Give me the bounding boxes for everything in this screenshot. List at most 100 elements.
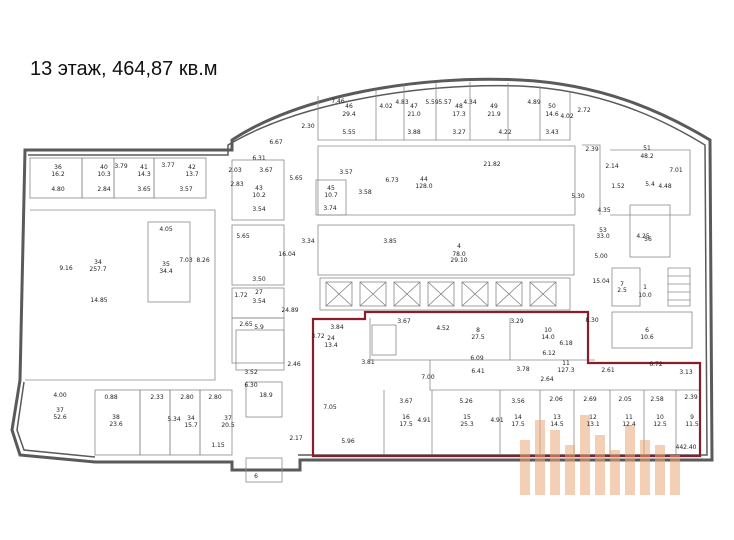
room-label: 16.2 bbox=[51, 171, 65, 178]
watermark-logo bbox=[520, 415, 680, 495]
room-label: 6 bbox=[645, 327, 649, 334]
room-label: 3.58 bbox=[358, 189, 372, 196]
room-label: 4.22 bbox=[498, 129, 512, 136]
room-label: 2.84 bbox=[97, 186, 111, 193]
room-label: 7.00 bbox=[421, 374, 435, 381]
room-label: 7.05 bbox=[323, 404, 337, 411]
room-label: 7.46 bbox=[331, 98, 345, 105]
room-label: 3.52 bbox=[244, 369, 258, 376]
room-label: 4.83 bbox=[395, 99, 409, 106]
room-label: 5.9 bbox=[254, 324, 264, 331]
room-label: 8 bbox=[476, 327, 480, 334]
room-label: 6 bbox=[254, 473, 258, 480]
room-label: 4.52 bbox=[436, 325, 450, 332]
room-label: 3.43 bbox=[545, 129, 559, 136]
room-label: 24.89 bbox=[281, 307, 298, 314]
room-label: 4.00 bbox=[53, 392, 67, 399]
room-label: 128.0 bbox=[415, 183, 432, 190]
room-label: 51 bbox=[643, 145, 651, 152]
room-label: 2.39 bbox=[684, 394, 698, 401]
room-label: 34 bbox=[94, 259, 102, 266]
room-label: 3.84 bbox=[330, 324, 344, 331]
room-label: 50 bbox=[548, 103, 556, 110]
room-label: 6.73 bbox=[385, 177, 399, 184]
room-label: 18.9 bbox=[259, 392, 273, 399]
room-label: 34.4 bbox=[159, 268, 173, 275]
room-label: 17.5 bbox=[511, 421, 525, 428]
room-label: 3.13 bbox=[679, 369, 693, 376]
room-label: 4.34 bbox=[463, 99, 477, 106]
room-label: 14.6 bbox=[545, 111, 559, 118]
room-label: 5.65 bbox=[289, 175, 303, 182]
room-label: 14.85 bbox=[90, 297, 107, 304]
room-label: 2.80 bbox=[208, 394, 222, 401]
room-label: 21.0 bbox=[407, 111, 421, 118]
room-label: 3.67 bbox=[259, 167, 273, 174]
room-label: 3.81 bbox=[361, 359, 375, 366]
room-label: 5.4 bbox=[645, 181, 655, 188]
room-label: 17.3 bbox=[452, 111, 466, 118]
room-label: 2.14 bbox=[605, 163, 619, 170]
room-label: 2.05 bbox=[618, 396, 632, 403]
room-label: 1.15 bbox=[211, 442, 225, 449]
room-label: 20.5 bbox=[221, 422, 235, 429]
room-label: 15 bbox=[463, 414, 471, 421]
room-label: 48.2 bbox=[640, 153, 654, 160]
room-label: 2.83 bbox=[230, 181, 244, 188]
room-label: 14 bbox=[514, 414, 522, 421]
room-label: 53 bbox=[599, 227, 607, 234]
room-label: 2.30 bbox=[301, 123, 315, 130]
north-offices bbox=[317, 82, 691, 216]
room-label: 10 bbox=[656, 414, 664, 421]
room-label: 1.52 bbox=[611, 183, 625, 190]
central-core bbox=[317, 204, 693, 349]
room-label: 4.89 bbox=[527, 99, 541, 106]
room-label: 10 bbox=[544, 327, 552, 334]
west-offices bbox=[25, 157, 347, 381]
room-label: 3.79 bbox=[114, 163, 128, 170]
room-label: 21.9 bbox=[487, 111, 501, 118]
room-label: 2.72 bbox=[577, 107, 591, 114]
room-label: 36 bbox=[54, 164, 62, 171]
room-label: 9 bbox=[690, 414, 694, 421]
room-label: 5.26 bbox=[459, 398, 473, 405]
room-label: 10.7 bbox=[324, 192, 338, 199]
room-label: 11.5 bbox=[685, 421, 699, 428]
room-label: 6.41 bbox=[471, 368, 485, 375]
room-label: 5.59 bbox=[425, 99, 439, 106]
room-label: 13.4 bbox=[324, 342, 338, 349]
room-label: 12.4 bbox=[622, 421, 636, 428]
room-label: 14.5 bbox=[550, 421, 564, 428]
room-label: 3.50 bbox=[252, 276, 266, 283]
room-label: 3.57 bbox=[339, 169, 353, 176]
room-label: 17.5 bbox=[399, 421, 413, 428]
room-label: 7.01 bbox=[669, 167, 683, 174]
room-label: 4.02 bbox=[560, 113, 574, 120]
room-label: 3.67 bbox=[397, 318, 411, 325]
room-label: 6.30 bbox=[244, 382, 258, 389]
room-label: 3.56 bbox=[511, 398, 525, 405]
room-label: 3.27 bbox=[452, 129, 466, 136]
room-label: 2.5 bbox=[617, 287, 627, 294]
room-label: 257.7 bbox=[89, 266, 106, 273]
room-label: 2.64 bbox=[540, 376, 554, 383]
room-label: 2.69 bbox=[583, 396, 597, 403]
room-label: 23.6 bbox=[109, 421, 123, 428]
room-label: 6.09 bbox=[470, 355, 484, 362]
room-label: 29.4 bbox=[342, 111, 356, 118]
room-label: 3.67 bbox=[399, 398, 413, 405]
room-label: 5.00 bbox=[594, 253, 608, 260]
room-label: 24 bbox=[327, 335, 335, 342]
room-label: 10.3 bbox=[97, 171, 111, 178]
highlighted-space bbox=[311, 310, 702, 458]
room-label: 3.54 bbox=[252, 298, 266, 305]
room-label: 4.91 bbox=[417, 417, 431, 424]
room-label: 21.82 bbox=[483, 161, 500, 168]
room-label: 37 bbox=[56, 407, 64, 414]
room-label: 11 bbox=[562, 360, 570, 367]
room-label: 2.39 bbox=[585, 146, 599, 153]
room-label: 5.34 bbox=[167, 416, 181, 423]
